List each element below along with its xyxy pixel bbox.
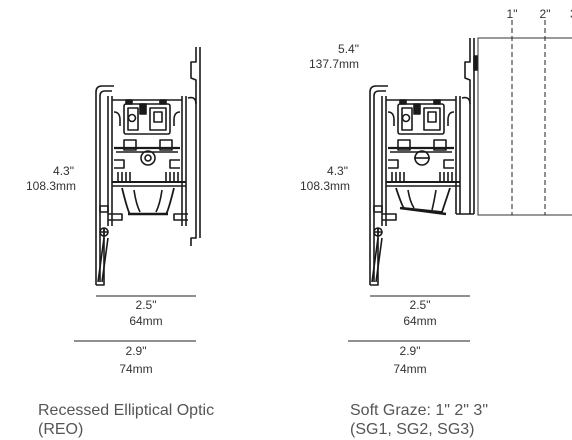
reo-height-in: 4.3" (53, 164, 74, 178)
reo-outer-width-in: 2.9" (126, 344, 147, 358)
sg-outer-width-in: 2.9" (400, 344, 421, 358)
reo-caption-line2: (REO) (38, 421, 84, 438)
sg-offset-3: 3" (570, 7, 572, 21)
reo-inner-width-in: 2.5" (136, 298, 157, 312)
sg-graze-height-in: 5.4" (338, 42, 359, 56)
sg-inner-width-in: 2.5" (410, 298, 431, 312)
sg-caption-line2: (SG1, SG2, SG3) (350, 421, 475, 438)
sg-height-in: 4.3" (327, 164, 348, 178)
reo-inner-width-mm: 64mm (129, 314, 162, 328)
reo-outer-width-mm: 74mm (119, 362, 152, 376)
reo-dimension-lines (74, 295, 196, 342)
sg-outer-width-mm: 74mm (393, 362, 426, 376)
sg-dimension-lines (348, 295, 470, 342)
reo-caption-line1: Recessed Elliptical Optic (38, 402, 215, 419)
reo-height-mm: 108.3mm (26, 179, 76, 193)
reo-fixture-drawing (95, 47, 201, 286)
sg-height-mm: 108.3mm (300, 179, 350, 193)
sg-offset-2: 2" (540, 7, 551, 21)
sg-offset-1: 1" (507, 7, 518, 21)
sg-fixture-drawing (369, 38, 479, 286)
sg-inner-width-mm: 64mm (403, 314, 436, 328)
graze-wall (477, 20, 572, 216)
sg-graze-height-mm: 137.7mm (309, 57, 359, 71)
reo-caption: Recessed Elliptical Optic (REO) (38, 401, 214, 439)
sg-caption: Soft Graze: 1" 2" 3" (SG1, SG2, SG3) (350, 401, 488, 439)
sg-caption-line1: Soft Graze: 1" 2" 3" (350, 402, 488, 419)
